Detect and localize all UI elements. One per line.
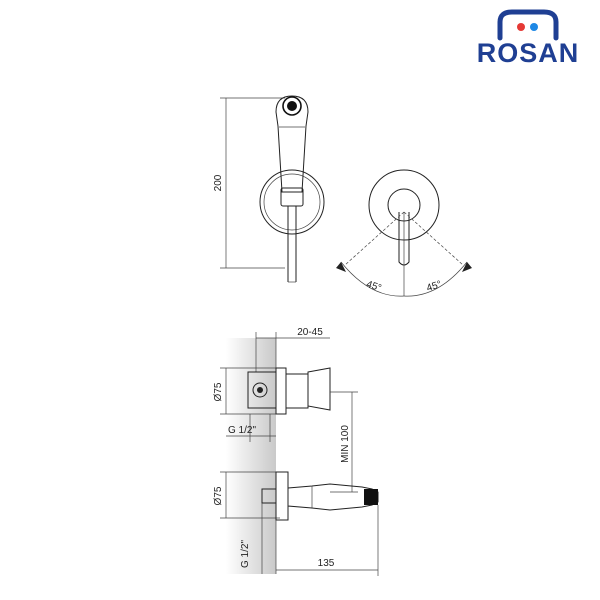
hand-shower-body xyxy=(275,95,309,193)
logo-blue-dot-icon xyxy=(530,23,538,31)
angle-left-label: 45° xyxy=(365,279,383,294)
valve-port xyxy=(252,382,268,398)
angle-arc-left xyxy=(340,261,405,297)
outlet-rosette xyxy=(275,471,289,521)
length-label: 135 xyxy=(318,558,335,569)
valve-port-core xyxy=(257,387,263,393)
logo-wordmark: ROSAN xyxy=(477,38,580,68)
angle-ray-left xyxy=(344,211,405,266)
angle-ray-right xyxy=(403,211,464,266)
angle-right-label: 45° xyxy=(425,279,443,294)
holder-clip xyxy=(280,187,304,207)
logo-arc-icon xyxy=(497,9,559,41)
wall-shading xyxy=(226,338,276,574)
holder-rosette-inner xyxy=(263,173,321,231)
holder-rosette xyxy=(259,169,325,235)
hand-shower-nozzle xyxy=(282,96,302,116)
hand-shower-nozzle-core xyxy=(287,101,297,111)
side-hand-shower-head xyxy=(364,489,378,505)
angle-arc-right xyxy=(403,261,468,297)
brand-logo: ROSAN xyxy=(477,9,580,68)
diameter-bottom-label: Ø75 xyxy=(213,486,224,505)
side-section: 20-45 Ø75 G 1/2" MIN 100 Ø75 xyxy=(213,327,379,576)
front-view: 200 45° 45° xyxy=(213,95,472,297)
logo-red-dot-icon xyxy=(517,23,525,31)
diameter-top-label: Ø75 xyxy=(213,382,224,401)
thread-top-label: G 1/2" xyxy=(228,425,256,436)
height-dim-label: 200 xyxy=(213,174,224,191)
thread-bottom-label: G 1/2" xyxy=(240,540,251,568)
depth-dim-label: 20-45 xyxy=(297,327,323,338)
angle-arrow-right xyxy=(462,262,472,272)
min-spacing-label: MIN 100 xyxy=(340,425,351,463)
valve-plate xyxy=(275,367,287,415)
angle-arrow-left xyxy=(336,262,346,272)
valve-cartridge xyxy=(285,373,309,409)
valve-handle xyxy=(307,367,331,411)
